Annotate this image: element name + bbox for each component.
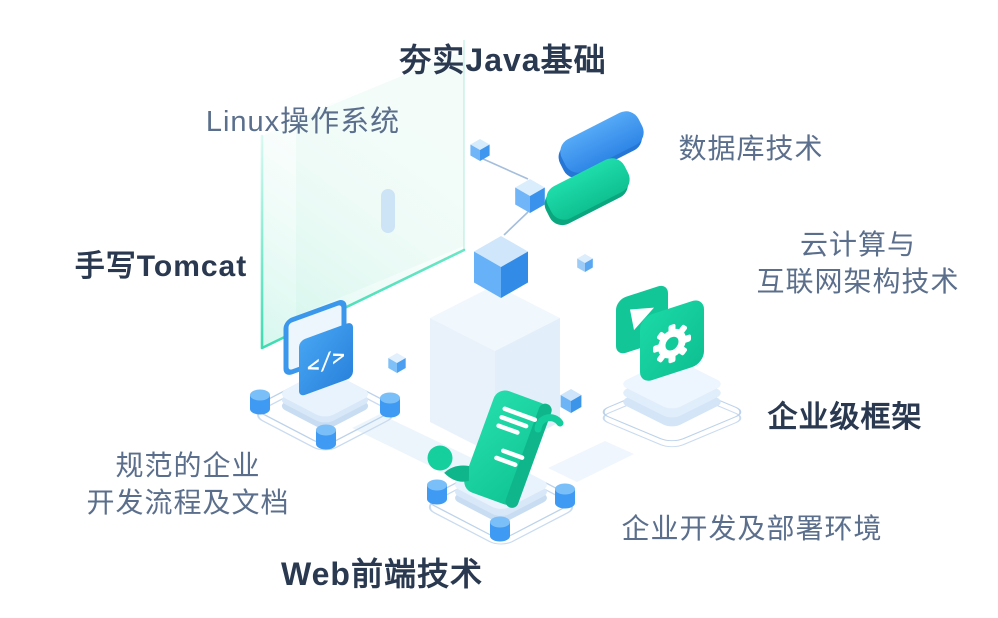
scatter-cube-icon — [388, 353, 406, 373]
label-deploy-env: 企业开发及部署环境 — [621, 513, 883, 544]
platform-right — [602, 359, 742, 448]
large-cube-icon — [474, 236, 528, 298]
label-database: 数据库技术 — [678, 133, 824, 164]
label-dev-process: 规范的企业 开发流程及文档 — [86, 447, 289, 521]
label-linux: Linux操作系统 — [205, 106, 401, 138]
label-dev-process-line2: 开发流程及文档 — [86, 487, 290, 518]
medium-cube-icon — [515, 179, 545, 213]
label-cloud-line1: 云计算与 — [799, 229, 917, 260]
label-dev-process-line1: 规范的企业 — [115, 450, 261, 481]
corner-cylinder — [316, 424, 336, 450]
label-java-foundation: 夯实Java基础 — [399, 42, 607, 78]
label-tomcat: 手写Tomcat — [74, 250, 248, 283]
label-enterprise-framework: 企业级框架 — [767, 401, 923, 434]
scatter-cube-icon — [577, 254, 593, 272]
corner-cylinder — [380, 392, 400, 418]
corner-cylinder — [555, 483, 575, 509]
label-cloud: 云计算与 互联网架构技术 — [756, 226, 959, 300]
label-cloud-line2: 互联网架构技术 — [756, 266, 960, 297]
database-slabs-icon — [544, 111, 644, 226]
corner-cylinder — [427, 479, 447, 505]
code-window-icon: </> — [283, 300, 353, 396]
glass-panel — [260, 40, 466, 350]
arch-icon — [534, 414, 564, 433]
small-cube-icon — [470, 139, 490, 161]
cube-cluster — [388, 139, 593, 413]
scatter-cube-icon — [560, 389, 582, 413]
corner-cylinder — [250, 389, 270, 415]
gear-icon — [653, 324, 691, 364]
panel-bar — [381, 189, 395, 233]
connector-dot-icon — [427, 445, 453, 471]
corner-cylinder — [490, 516, 510, 542]
scroll-icon — [427, 390, 564, 508]
gear-card-icon — [616, 285, 704, 381]
label-web-frontend: Web前端技术 — [281, 556, 483, 592]
